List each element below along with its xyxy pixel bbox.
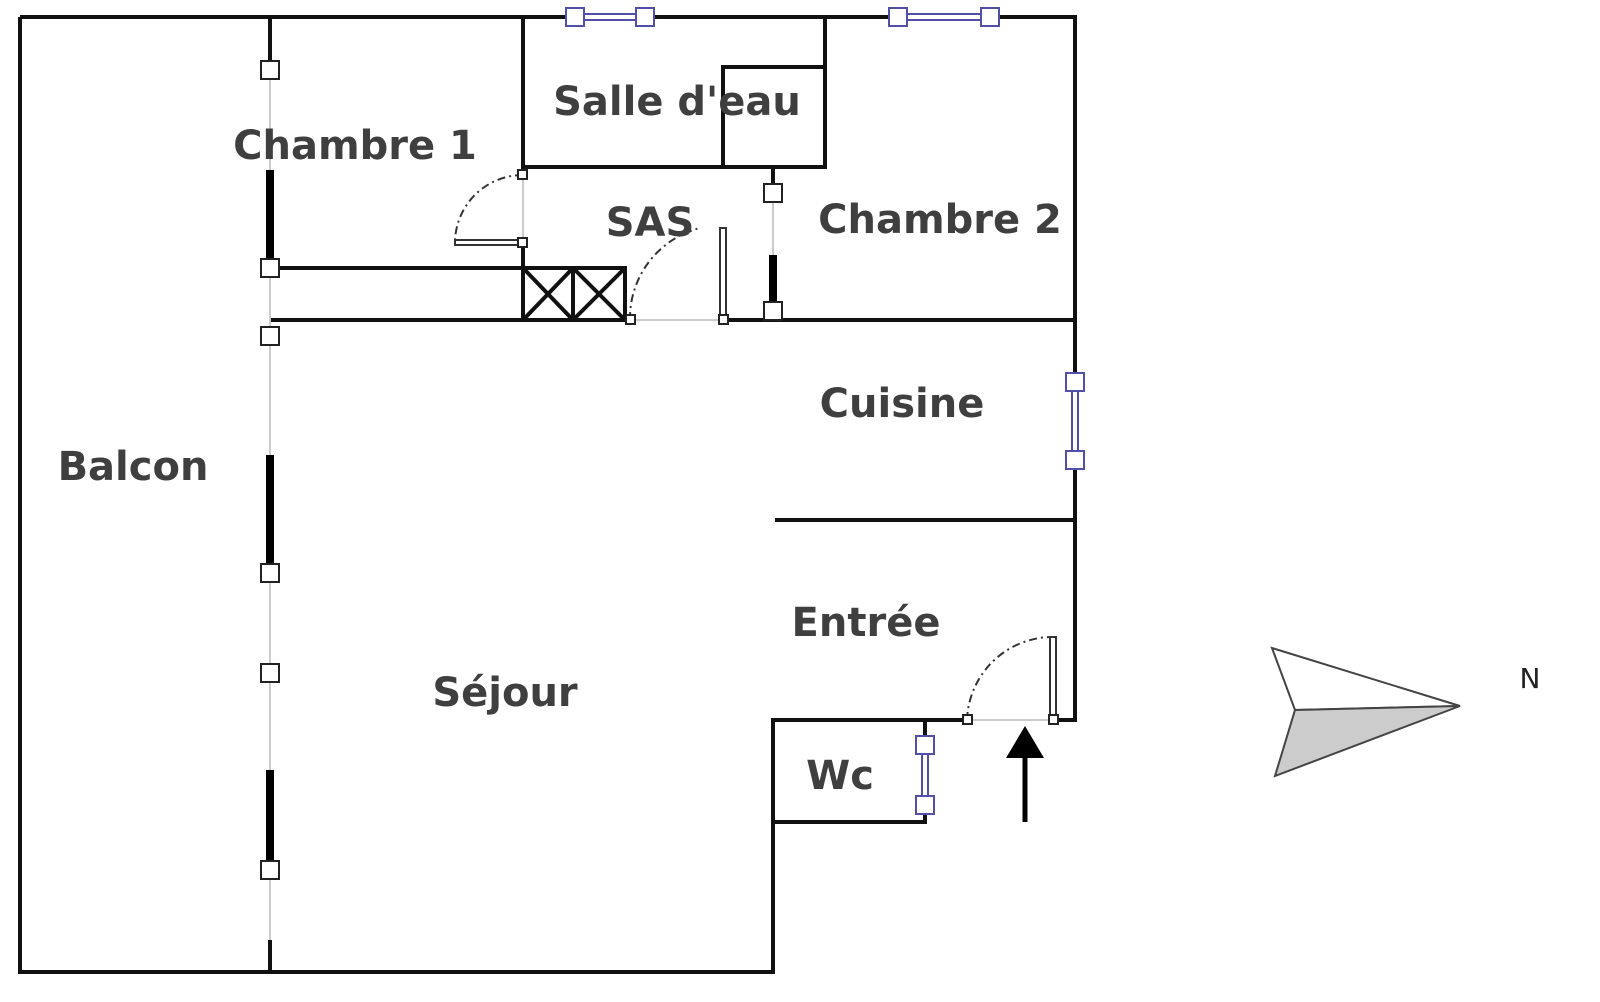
compass-label: N: [1520, 662, 1541, 695]
room-label-entree: Entrée: [792, 600, 941, 646]
room-label-chambre2: Chambre 2: [818, 197, 1062, 243]
room-label-cuisine: Cuisine: [820, 381, 985, 427]
doors: [454, 169, 1059, 725]
room-label-sas: SAS: [606, 200, 695, 246]
chambre2-partition: [763, 183, 783, 321]
compass-north-arrow-icon: N: [1270, 646, 1541, 778]
room-label-salle-deau: Salle d'eau: [553, 79, 801, 125]
room-label-wc: Wc: [806, 753, 874, 799]
room-label-chambre1: Chambre 1: [233, 123, 477, 169]
room-label-balcon: Balcon: [58, 444, 209, 490]
entrance-arrow-icon: [1006, 726, 1044, 822]
windows: [565, 7, 1085, 815]
closet: [521, 266, 627, 322]
walls: [18, 15, 1077, 974]
room-label-sejour: Séjour: [432, 670, 578, 716]
balcony-windows: [260, 60, 280, 940]
